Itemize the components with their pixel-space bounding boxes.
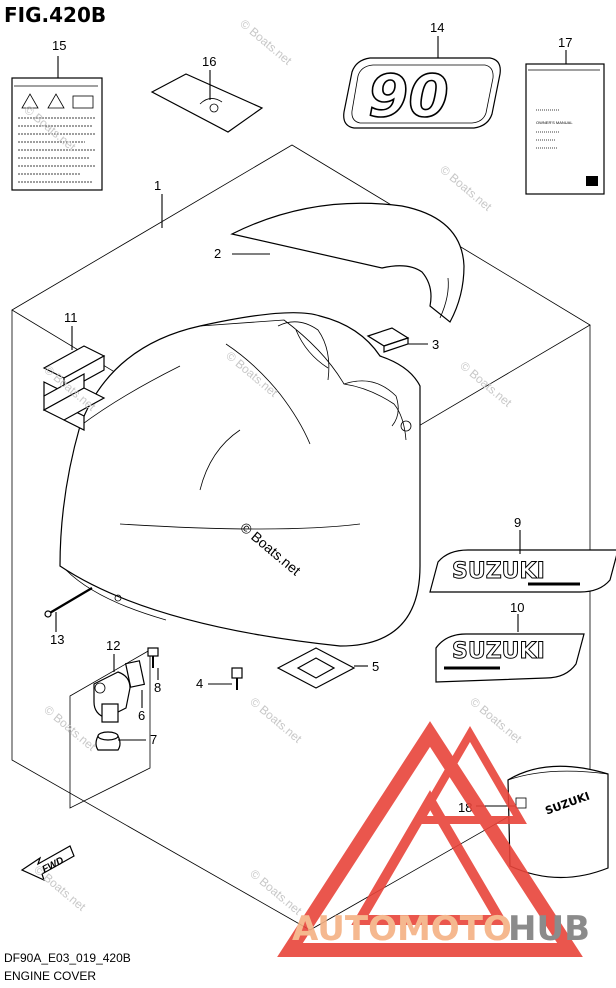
latch-border — [69, 649, 151, 809]
callout-9: 9 — [514, 515, 521, 530]
callout-1: 1 — [154, 178, 161, 193]
callout-16: 16 — [202, 54, 216, 69]
callout-17: 17 — [558, 35, 572, 50]
callout-7: 7 — [150, 732, 157, 747]
owners-manual[interactable]: OWNER'S MANUAL — [525, 63, 605, 195]
suzuki-text-9: SUZUKI — [452, 559, 545, 584]
warning-label[interactable] — [11, 77, 103, 191]
clip[interactable] — [366, 327, 410, 353]
watermark: © Boats.net — [237, 17, 295, 69]
watermark: © Boats.net — [31, 863, 89, 915]
seal[interactable] — [276, 647, 356, 689]
engine-cover[interactable] — [59, 312, 421, 647]
callout-11: 11 — [64, 310, 78, 325]
callout-14: 14 — [430, 20, 444, 35]
logo-text-b: HUB — [508, 909, 590, 949]
top-cover-pad[interactable] — [230, 202, 465, 323]
logo-triangle-icon — [277, 721, 583, 957]
suzuki-decal-9[interactable]: SUZUKI — [429, 549, 616, 593]
grommet[interactable] — [95, 731, 121, 751]
model-badge-text: 90 — [368, 62, 449, 130]
pin[interactable] — [44, 587, 93, 618]
callout-12: 12 — [106, 638, 120, 653]
manual-icon — [72, 95, 94, 109]
callout-13: 13 — [50, 632, 64, 647]
model-badge-decal[interactable]: 90 — [343, 57, 501, 131]
callout-10: 10 — [510, 600, 524, 615]
callout-6: 6 — [138, 708, 145, 723]
suzuki-text-10: SUZUKI — [452, 639, 545, 664]
suzuki-s-emblem[interactable] — [42, 345, 106, 431]
callout-3: 3 — [432, 337, 439, 352]
logo-text-a: AUTOMOTO — [292, 909, 512, 949]
callout-15: 15 — [52, 38, 66, 53]
watermark: © Boats.net — [457, 359, 515, 411]
suzuki-decal-10[interactable]: SUZUKI — [435, 633, 585, 683]
watermark: © Boats.net — [437, 163, 495, 215]
callout-2: 2 — [214, 246, 221, 261]
bolt[interactable] — [231, 667, 243, 690]
callout-5: 5 — [372, 659, 379, 674]
manual-logo-icon — [586, 176, 598, 186]
latch-plate[interactable] — [124, 660, 146, 688]
callout-4: 4 — [196, 676, 203, 691]
parts-bag[interactable] — [150, 73, 264, 133]
latch-screw[interactable] — [147, 647, 159, 668]
latch-bracket[interactable] — [93, 671, 131, 723]
cover-hole — [114, 594, 122, 602]
fwd-arrow-icon: FWD — [20, 845, 75, 882]
caution-icon — [47, 93, 65, 109]
cover-bolt-hole — [400, 420, 412, 432]
figure-title: FIG.420B — [4, 3, 106, 27]
storage-cover[interactable]: SUZUKI — [507, 765, 609, 879]
figure-caption: ENGINE COVER — [4, 969, 96, 983]
fire-warning-icon — [21, 93, 39, 109]
manual-title: OWNER'S MANUAL — [536, 120, 573, 125]
figure-code: DF90A_E03_019_420B — [4, 951, 131, 965]
callout-8: 8 — [154, 680, 161, 695]
brand-logo: AUTOMOTO HUB — [277, 721, 590, 957]
watermark: © Boats.net — [247, 695, 305, 747]
